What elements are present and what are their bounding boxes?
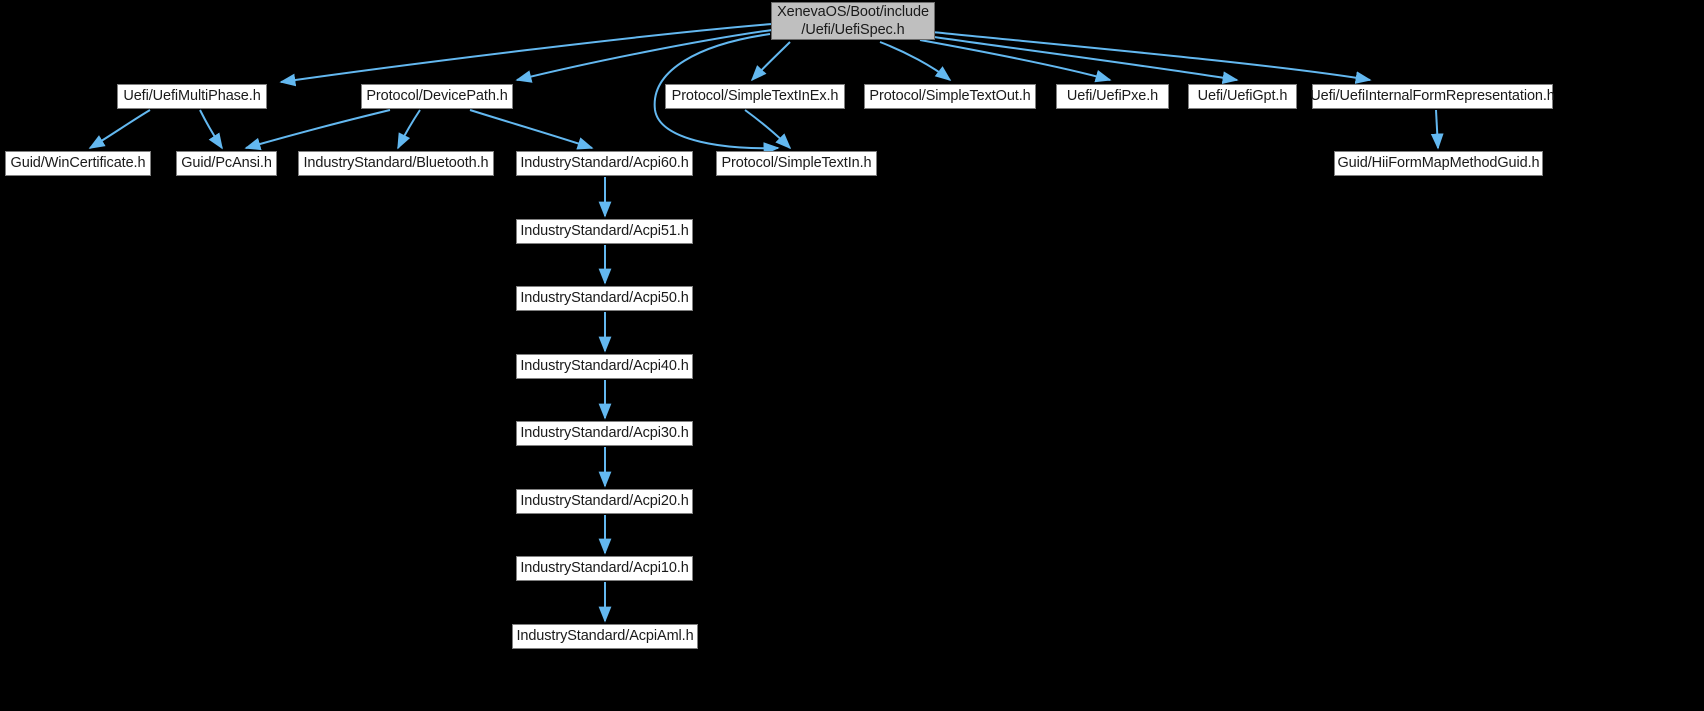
edge-root-to-uefigpt [926,35,1239,85]
edge-root-to-devicepath [515,29,773,83]
graph-node-stout[interactable]: Protocol/SimpleTextOut.h [864,84,1036,109]
edge-multiphase-to-wincert [88,109,151,149]
edges-group [88,23,1444,623]
graph-node-uefigpt[interactable]: Uefi/UefiGpt.h [1188,84,1297,109]
edge-root-to-uefiifr [931,31,1372,84]
graph-node-acpi50[interactable]: IndustryStandard/Acpi50.h [516,286,693,311]
graph-node-acpi10[interactable]: IndustryStandard/Acpi10.h [516,556,693,581]
graph-node-uefiifr[interactable]: Uefi/UefiInternalFormRepresentation.h [1310,84,1555,109]
graph-node-acpi40[interactable]: IndustryStandard/Acpi40.h [516,354,693,379]
edge-devicepath-to-bluetooth [397,109,421,150]
graph-node-stin[interactable]: Protocol/SimpleTextIn.h [716,151,877,176]
graph-node-devicepath[interactable]: Protocol/DevicePath.h [361,84,513,109]
edge-stinex-to-stin [744,109,792,150]
graph-node-root[interactable]: XenevaOS/Boot/include /Uefi/UefiSpec.h [771,2,935,40]
edge-devicepath-to-pcansi [244,109,391,151]
graph-node-multiphase[interactable]: Uefi/UefiMultiPhase.h [117,84,267,109]
graph-node-acpiaml[interactable]: IndustryStandard/AcpiAml.h [512,624,698,649]
graph-node-stinex[interactable]: Protocol/SimpleTextInEx.h [665,84,845,109]
edge-root-to-stinex [750,41,791,82]
graph-node-wincert[interactable]: Guid/WinCertificate.h [5,151,151,176]
graph-node-hiiformmap[interactable]: Guid/HiiFormMapMethodGuid.h [1334,151,1543,176]
edge-root-to-uefipxe [919,39,1112,83]
graph-node-acpi20[interactable]: IndustryStandard/Acpi20.h [516,489,693,514]
graph-node-bluetooth[interactable]: IndustryStandard/Bluetooth.h [298,151,494,176]
edge-multiphase-to-pcansi [199,109,223,150]
edge-root-to-stout [879,41,952,81]
edge-uefiifr-to-hiiformmap [1430,109,1444,150]
edge-root-to-multiphase [279,23,773,87]
edge-devicepath-to-acpi60 [469,109,594,150]
graph-node-pcansi[interactable]: Guid/PcAnsi.h [176,151,277,176]
graph-node-acpi60[interactable]: IndustryStandard/Acpi60.h [516,151,693,176]
graph-node-acpi30[interactable]: IndustryStandard/Acpi30.h [516,421,693,446]
graph-node-uefipxe[interactable]: Uefi/UefiPxe.h [1056,84,1169,109]
graph-node-acpi51[interactable]: IndustryStandard/Acpi51.h [516,219,693,244]
